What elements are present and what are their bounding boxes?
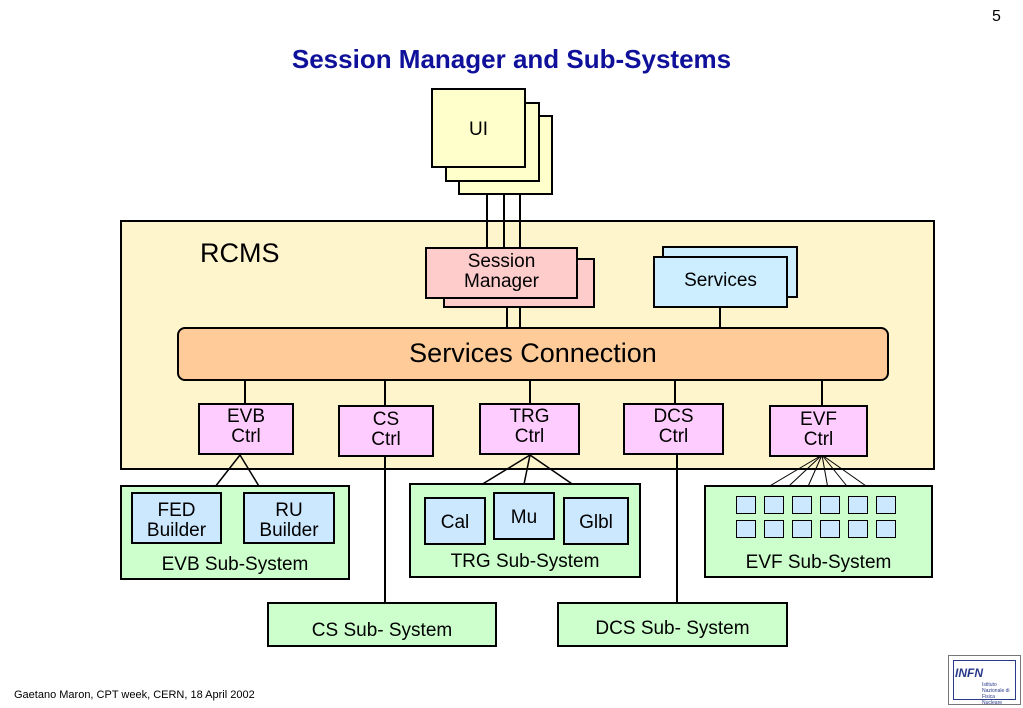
cs-subsystem-box: CS Sub- System <box>267 602 497 647</box>
dcs-ctrl-line2: Ctrl <box>658 426 689 447</box>
dcs-ctrl-box: DCS Ctrl <box>623 403 724 455</box>
dcs-subsystem-label: DCS Sub- System <box>595 618 750 639</box>
ru-builder-line1: RU <box>275 500 303 521</box>
services-connection-bar: Services Connection <box>177 327 889 381</box>
evf-node <box>820 520 840 538</box>
evf-ctrl-line2: Ctrl <box>803 429 834 450</box>
page-number: 5 <box>992 8 1001 25</box>
evf-node <box>876 520 896 538</box>
ru-builder-line2: Builder <box>259 520 319 541</box>
evf-node <box>848 496 868 514</box>
evb-ctrl-line2: Ctrl <box>231 426 261 447</box>
mu-box: Mu <box>493 492 555 540</box>
evb-ctrl-line1: EVB <box>226 406 266 427</box>
evf-node <box>764 520 784 538</box>
evb-ctrl-box: EVB Ctrl <box>198 403 294 455</box>
cs-ctrl-line2: Ctrl <box>371 429 401 450</box>
cal-label: Cal <box>440 512 470 533</box>
glbl-box: Glbl <box>563 497 629 545</box>
fed-builder-line1: FED <box>157 500 196 521</box>
dcs-ctrl-line1: DCS <box>653 406 694 427</box>
services-box: Services <box>653 256 788 308</box>
evf-ctrl-line1: EVF <box>800 409 837 430</box>
trg-ctrl-line1: TRG <box>509 406 550 427</box>
glbl-label: Glbl <box>579 512 613 533</box>
session-manager-box: Session Manager <box>425 247 578 299</box>
ui-label: UI <box>469 119 488 140</box>
evf-node <box>764 496 784 514</box>
cs-ctrl-box: CS Ctrl <box>338 405 434 457</box>
infn-logo-subtext: Istituto Nazionale di Fisica Nucleare <box>982 682 1010 706</box>
evf-node <box>736 520 756 538</box>
rcms-label: RCMS <box>200 238 280 268</box>
evf-ctrl-box: EVF Ctrl <box>769 405 868 457</box>
evf-node <box>792 520 812 538</box>
evf-node <box>792 496 812 514</box>
infn-logo-frame <box>953 660 1016 700</box>
session-manager-line2: Manager <box>464 271 539 292</box>
trg-ctrl-box: TRG Ctrl <box>479 403 580 455</box>
fed-builder-line2: Builder <box>146 520 207 541</box>
footer-credit: Gaetano Maron, CPT week, CERN, 18 April … <box>14 689 255 701</box>
ui-box: UI <box>431 88 526 168</box>
evf-node <box>820 496 840 514</box>
ru-builder-box: RU Builder <box>243 492 335 544</box>
dcs-subsystem-box: DCS Sub- System <box>557 602 788 647</box>
services-connection-label: Services Connection <box>409 338 657 368</box>
slide-title: Session Manager and Sub-Systems <box>291 44 732 74</box>
infn-logo: INFN Istituto Nazionale di Fisica Nuclea… <box>948 655 1021 706</box>
cs-subsystem-label: CS Sub- System <box>311 620 453 641</box>
infn-logo-text: INFN <box>955 666 983 680</box>
mu-label: Mu <box>510 507 538 528</box>
fed-builder-box: FED Builder <box>131 492 222 544</box>
evf-node <box>736 496 756 514</box>
evf-node <box>876 496 896 514</box>
services-label: Services <box>684 270 757 291</box>
evb-subsystem-label: EVB Sub-System <box>161 554 309 575</box>
evf-subsystem-label: EVF Sub-System <box>745 552 892 573</box>
evf-node <box>848 520 868 538</box>
cal-box: Cal <box>424 497 486 545</box>
cs-ctrl-line1: CS <box>372 409 400 430</box>
trg-ctrl-line2: Ctrl <box>514 426 545 447</box>
session-manager-line1: Session <box>467 251 536 272</box>
trg-subsystem-label: TRG Sub-System <box>450 551 600 572</box>
